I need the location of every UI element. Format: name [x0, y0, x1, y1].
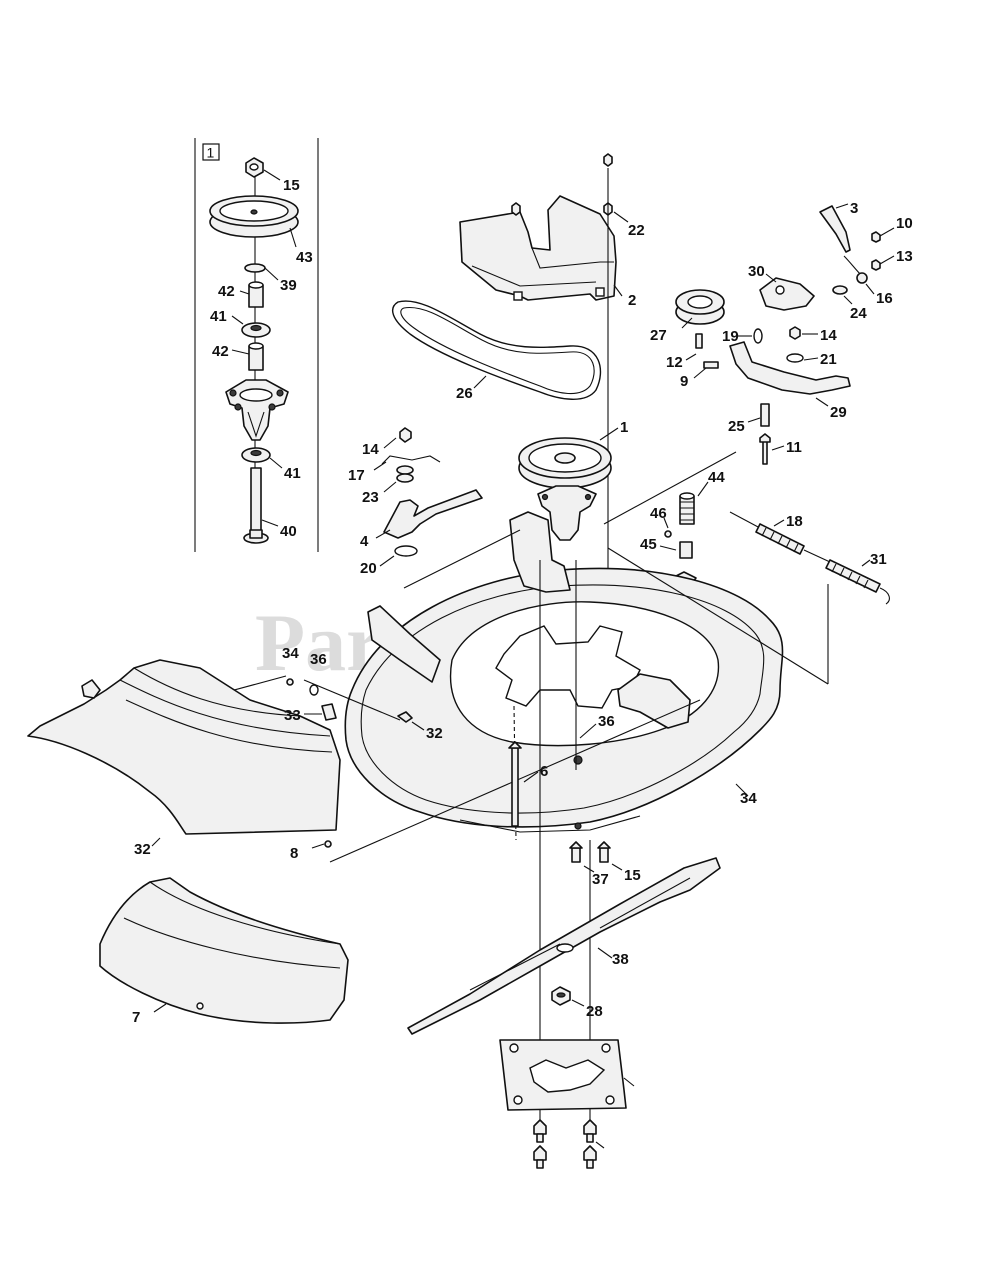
callout-21: 21	[820, 351, 837, 368]
inset-nut	[245, 157, 264, 178]
callout-9: 9	[680, 373, 688, 390]
callout-44: 44	[708, 469, 725, 486]
callout-35: 32	[134, 841, 151, 858]
callout-42-top: 42	[218, 283, 235, 300]
callout-31: 31	[870, 551, 887, 568]
inset-spacer-bottom	[248, 342, 264, 371]
callout-6: 6	[540, 763, 548, 780]
callout-46: 46	[650, 505, 667, 522]
callout-24: 24	[850, 305, 867, 322]
blade-adapter-plate	[499, 1039, 627, 1111]
callout-32-deck: 32	[426, 725, 443, 742]
callout-15-blade: 28	[586, 1003, 603, 1020]
callout-3: 3	[850, 200, 858, 217]
callout-41-top: 41	[210, 308, 227, 325]
blade-bolts	[569, 841, 611, 863]
belt-cover-bolts	[511, 153, 613, 216]
callout-19: 19	[722, 328, 739, 345]
right-idler-assembly	[675, 205, 881, 465]
deck-pin	[511, 747, 519, 827]
axis-line-right-upper	[603, 451, 737, 525]
plate-bolts	[533, 1119, 597, 1169]
callout-27: 27	[650, 327, 667, 344]
callout-33: 33	[284, 707, 301, 724]
mower-blade	[407, 857, 721, 1035]
callout-30: 30	[748, 263, 765, 280]
callout-5: 34	[740, 790, 757, 807]
callout-26: 26	[456, 385, 473, 402]
inset-washer	[244, 263, 266, 273]
inset-shaft	[243, 467, 269, 544]
axis-dashed-pin	[513, 705, 517, 841]
inset-pulley	[209, 195, 299, 238]
inset-bearing-top	[241, 322, 271, 338]
left-idler-parts	[381, 427, 483, 557]
callout-36-deck: 36	[598, 713, 615, 730]
callout-42-bottom: 42	[212, 343, 229, 360]
callout-37: 38	[612, 951, 629, 968]
inset-spacer-top	[248, 281, 264, 308]
spindle-inset: 1	[194, 138, 319, 552]
callout-45: 45	[640, 536, 657, 553]
callout-2: 2	[628, 292, 636, 309]
blade-nut	[551, 986, 571, 1006]
callout-1: 1	[620, 419, 628, 436]
chute-hardware	[286, 678, 413, 848]
callout-10: 10	[896, 215, 913, 232]
deck-baffle	[99, 877, 349, 1024]
callout-14-left: 14	[362, 441, 379, 458]
callout-14-right: 14	[820, 327, 837, 344]
inset-spindle-housing	[225, 379, 289, 441]
callout-18: 18	[786, 513, 803, 530]
axis-line-left-upper	[403, 529, 521, 589]
callout-8: 15	[624, 867, 641, 884]
axis-line-spring	[607, 547, 829, 685]
mower-deck	[344, 511, 784, 833]
callout-41-bottom: 41	[284, 465, 301, 482]
callout-29: 29	[830, 404, 847, 421]
callout-13: 13	[896, 248, 913, 265]
callout-43: 43	[296, 249, 313, 266]
main-spindle-pulley	[518, 437, 612, 541]
callout-12: 12	[666, 354, 683, 371]
belt-cover	[459, 195, 617, 301]
callout-32-blade: 37	[592, 871, 609, 888]
callout-25: 25	[728, 418, 745, 435]
callout-4: 4	[360, 533, 369, 550]
axis-line-32	[303, 679, 401, 721]
drive-belt	[391, 300, 602, 400]
inset-box-label: 1	[207, 145, 215, 161]
inset-box	[202, 143, 220, 161]
callout-15-inset: 15	[283, 177, 300, 194]
callout-20: 20	[360, 560, 377, 577]
callout-39: 39	[280, 277, 297, 294]
inset-bearing-bottom	[241, 447, 271, 463]
callout-34-top: 34	[282, 645, 299, 662]
discharge-chute	[27, 659, 341, 835]
callout-34-bottom: 8	[290, 845, 298, 862]
callout-11: 11	[786, 439, 802, 456]
callout-38: 7	[132, 1009, 140, 1026]
callout-36-chute: 36	[310, 651, 327, 668]
callout-23: 23	[362, 489, 379, 506]
callout-16: 16	[876, 290, 893, 307]
callout-17: 17	[348, 467, 365, 484]
callout-40: 40	[280, 523, 297, 540]
callout-22: 22	[628, 222, 645, 239]
deck-pin-head	[508, 741, 522, 749]
